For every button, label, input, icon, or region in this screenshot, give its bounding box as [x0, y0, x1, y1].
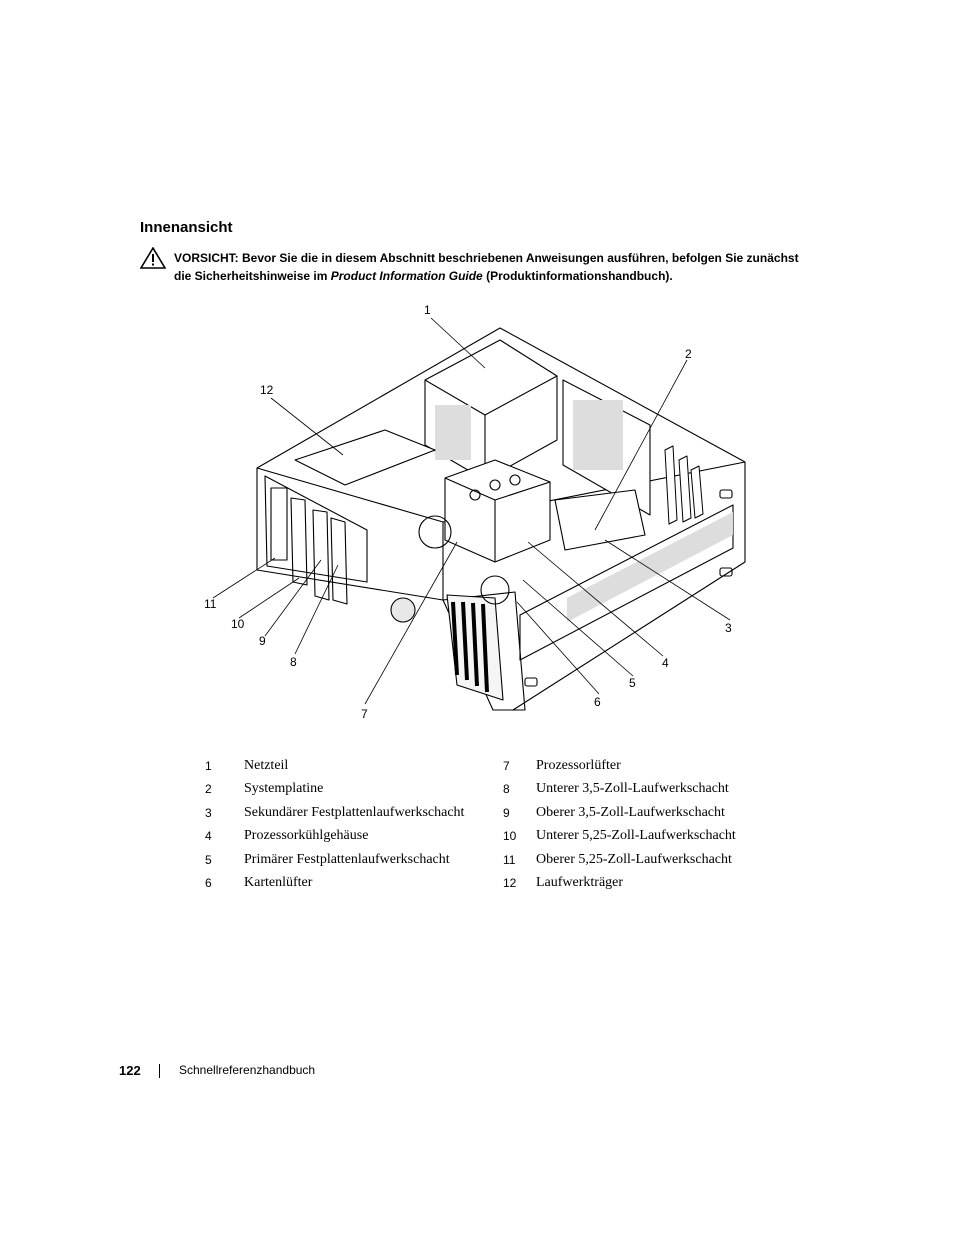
caution-text: VORSICHT: Bevor Sie die in diesem Abschn… — [174, 249, 814, 285]
legend-number: 11 — [503, 852, 516, 867]
section-title: Innenansicht — [140, 219, 233, 236]
page-number: 122 — [119, 1063, 141, 1078]
legend-text: Kartenlüfter — [244, 874, 313, 890]
caution-guide-title: Product Information Guide — [330, 269, 483, 283]
callout-12: 12 — [260, 383, 274, 397]
callout-5: 5 — [629, 676, 636, 690]
callout-7: 7 — [361, 707, 368, 721]
footer-title: Schnellreferenzhandbuch — [179, 1063, 316, 1077]
computer-interior-figure: 1 2 3 4 5 6 7 8 9 10 11 12 — [195, 300, 755, 730]
legend-number: 6 — [205, 875, 212, 890]
legend-number: 10 — [503, 829, 517, 844]
callout-10: 10 — [231, 617, 245, 631]
legend-number: 2 — [205, 782, 212, 797]
legend-text: Oberer 5,25-Zoll-Laufwerkschacht — [536, 851, 732, 867]
legend-text: Oberer 3,5-Zoll-Laufwerkschacht — [536, 804, 725, 820]
legend-text: Prozessorlüfter — [536, 758, 621, 773]
callout-4: 4 — [662, 656, 669, 670]
legend-text: Primärer Festplattenlaufwerkschacht — [244, 851, 450, 867]
callout-2: 2 — [685, 347, 692, 361]
legend-number: 7 — [503, 759, 510, 773]
legend-text: Laufwerkträger — [536, 874, 624, 890]
warning-triangle-icon — [140, 247, 166, 269]
callout-11: 11 — [204, 597, 217, 611]
legend-text: Netzteil — [244, 758, 289, 773]
legend-text: Unterer 5,25-Zoll-Laufwerkschacht — [536, 828, 736, 844]
legend-text: Prozessorkühlgehäuse — [244, 828, 369, 844]
legend-number: 4 — [205, 829, 212, 844]
legend-number: 8 — [503, 782, 510, 797]
legend-text: Sekundärer Festplattenlaufwerkschacht — [244, 804, 465, 820]
legend-number: 1 — [205, 759, 212, 773]
callout-9: 9 — [259, 634, 266, 648]
caution-line1: Bevor Sie die in diesem Abschnitt beschr… — [238, 251, 799, 265]
caution-label: VORSICHT: — [174, 251, 239, 265]
callout-8: 8 — [290, 655, 297, 669]
caution-line2-end: (Produktinformationshandbuch). — [482, 269, 673, 283]
legend-text: Unterer 3,5-Zoll-Laufwerkschacht — [536, 781, 729, 797]
computer-interior-illustration — [212, 317, 746, 711]
legend-number: 5 — [205, 852, 212, 867]
legend-number: 9 — [503, 805, 510, 820]
footer-divider — [159, 1064, 160, 1078]
callout-3: 3 — [725, 621, 732, 635]
callout-1: 1 — [424, 303, 431, 317]
legend-number: 3 — [205, 805, 212, 820]
caution-line2-start: die Sicherheitshinweise im — [174, 269, 331, 283]
callout-6: 6 — [594, 695, 601, 709]
legend-number: 12 — [503, 875, 517, 890]
legend-text: Systemplatine — [244, 781, 324, 797]
